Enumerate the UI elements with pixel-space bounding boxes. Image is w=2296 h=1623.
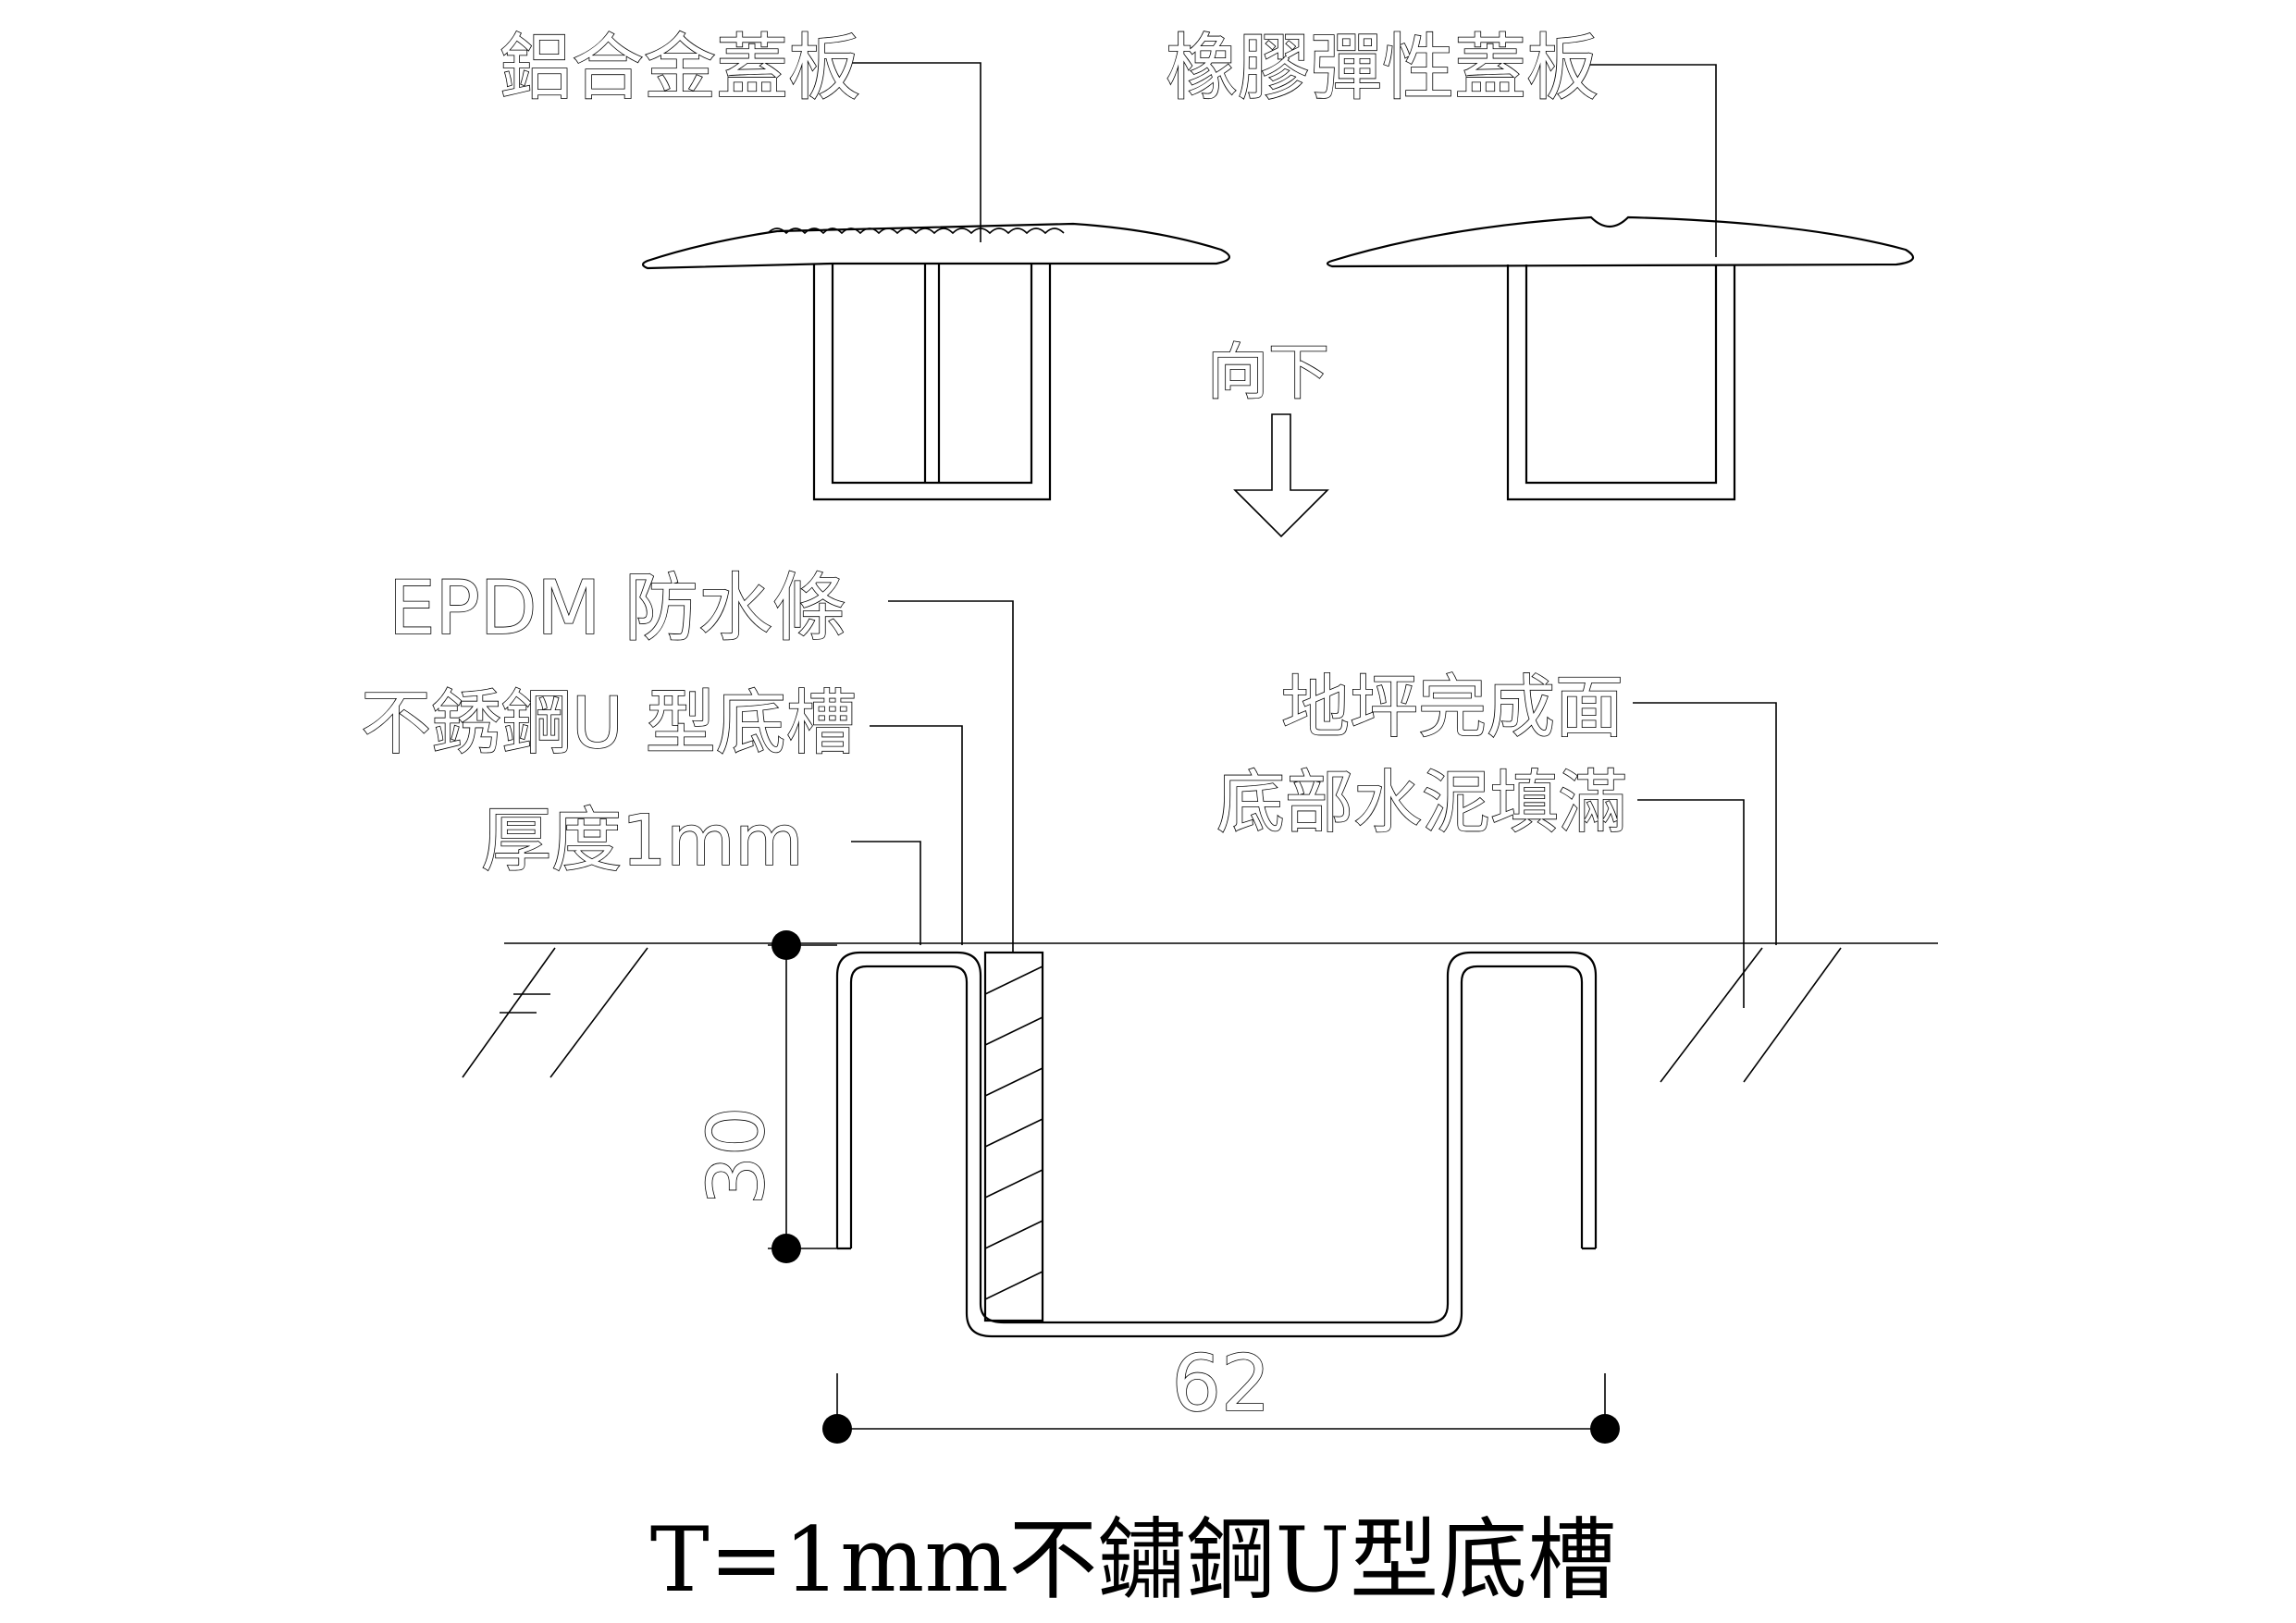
dimension-height-value: 30	[691, 1107, 782, 1206]
dimension-dot	[822, 1414, 852, 1444]
dimension-height	[768, 930, 837, 1263]
label-floor-finish: 地坪完成面	[1281, 668, 1623, 747]
dimension-width-value: 62	[1172, 1338, 1271, 1429]
leader-aluminum	[846, 62, 981, 242]
leader-rubber	[1586, 64, 1717, 257]
dimension-dot	[772, 1234, 801, 1263]
label-thickness: 厚度1mm	[481, 799, 803, 881]
label-aluminum-cover: 鋁合金蓋板	[500, 27, 860, 110]
epdm-strip	[983, 951, 1044, 1322]
floor-line	[462, 942, 1938, 1083]
drawing-title: T=1mm不鏽鋼U型底槽	[650, 1508, 1617, 1612]
aluminum-cover-plate	[641, 222, 1230, 501]
leader-epdm	[888, 600, 1014, 953]
leader-thickness	[851, 841, 921, 945]
leader-floor-finish	[1633, 702, 1777, 945]
dimension-dot	[1590, 1414, 1620, 1444]
label-cement-fill: 底部水泥填滿	[1216, 763, 1627, 842]
label-epdm: EPDM 防水條	[389, 565, 846, 651]
label-direction: 向下	[1207, 337, 1329, 408]
down-arrow-icon	[1233, 413, 1329, 538]
dimension-dot	[772, 930, 801, 960]
u-channel	[835, 951, 1598, 1338]
leader-cement-fill	[1637, 799, 1745, 1008]
leader-u-channel	[870, 725, 963, 945]
dimension-width	[822, 1373, 1620, 1444]
label-u-channel: 不銹鋼U 型底槽	[361, 682, 857, 764]
label-rubber-cover: 橡膠彈性蓋板	[1166, 27, 1599, 110]
rubber-cover-plate	[1326, 215, 1915, 501]
